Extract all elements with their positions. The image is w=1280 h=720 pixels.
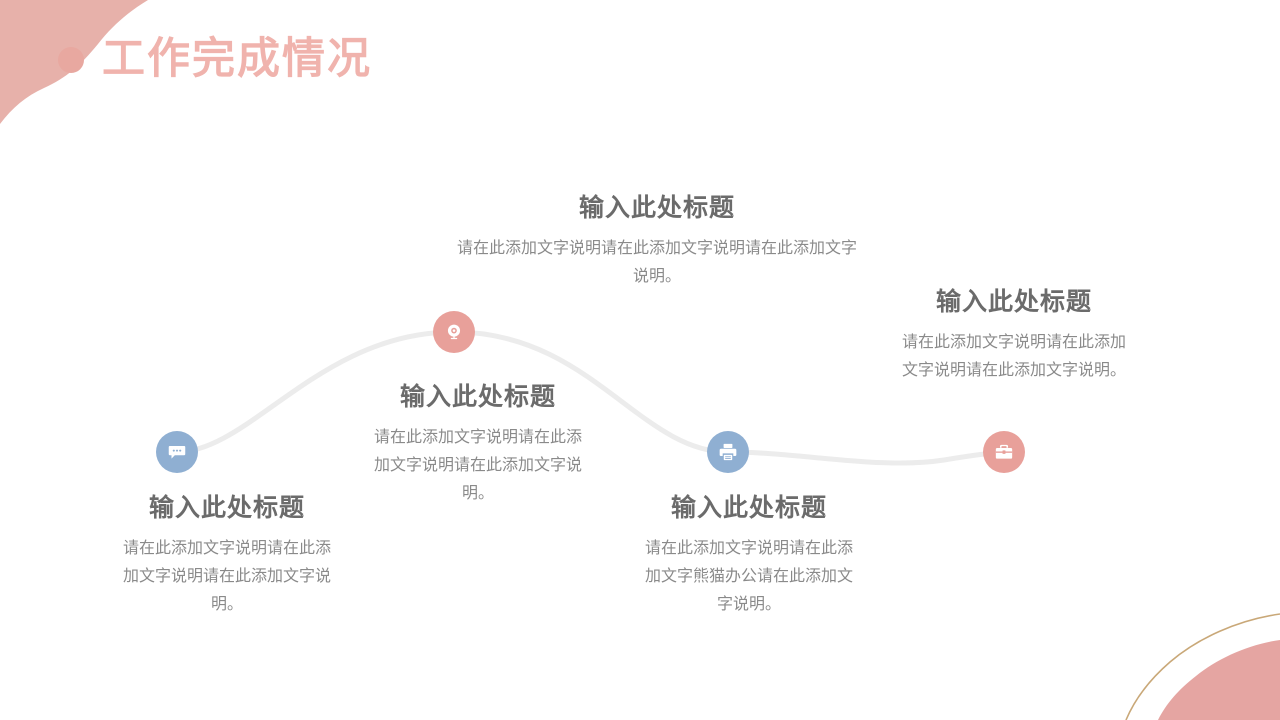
bottom-right-blob-shape [1158,640,1280,720]
timeline-connector-curve [174,329,1007,466]
timeline-node-2[interactable] [433,311,475,353]
block-5-title: 输入此处标题 [935,288,1092,316]
block-4-body: 请在此添加文字说明请在此添加文字熊猫办公请在此添加文字说明。 [644,540,853,613]
timeline-node-4[interactable] [983,431,1025,473]
block-1-body: 请在此添加文字说明请在此添加文字说明请在此添加文字说明。 [122,540,331,613]
bottom-right-arc-line [1125,613,1280,720]
header-bullet-dot [58,46,84,73]
block-5-body: 请在此添加文字说明请在此添加文字说明请在此添加文字说明。 [902,334,1127,379]
text-block-5: 输入此处标题 请在此添加文字说明请在此添加文字说明请在此添加文字说明。 [902,287,1126,385]
chat-bubble-icon [166,441,188,463]
text-block-2: 输入此处标题 请在此添加文字说明请在此添加文字说明请在此添加文字说明。 [372,382,584,508]
briefcase-icon [993,441,1015,463]
webcam-icon [443,321,465,343]
timeline-node-1[interactable] [156,431,198,473]
text-block-4: 输入此处标题 请在此添加文字说明请在此添加文字熊猫办公请在此添加文字说明。 [640,493,858,619]
block-2-title: 输入此处标题 [399,383,556,411]
block-4-title: 输入此处标题 [670,494,827,522]
block-1-title: 输入此处标题 [148,494,305,522]
block-3-body: 请在此添加文字说明请在此添加文字说明请在此添加文字说明。 [456,240,857,285]
text-block-3: 输入此处标题 请在此添加文字说明请在此添加文字说明请在此添加文字说明。 [452,193,862,291]
page-title: 工作完成情况 [102,35,372,83]
slide-header: 工作完成情况 [58,38,372,81]
timeline-node-3[interactable] [707,431,749,473]
text-block-1: 输入此处标题 请在此添加文字说明请在此添加文字说明请在此添加文字说明。 [116,493,338,619]
block-2-body: 请在此添加文字说明请在此添加文字说明请在此添加文字说明。 [373,429,582,502]
block-3-title: 输入此处标题 [578,194,735,222]
printer-icon [717,441,739,463]
